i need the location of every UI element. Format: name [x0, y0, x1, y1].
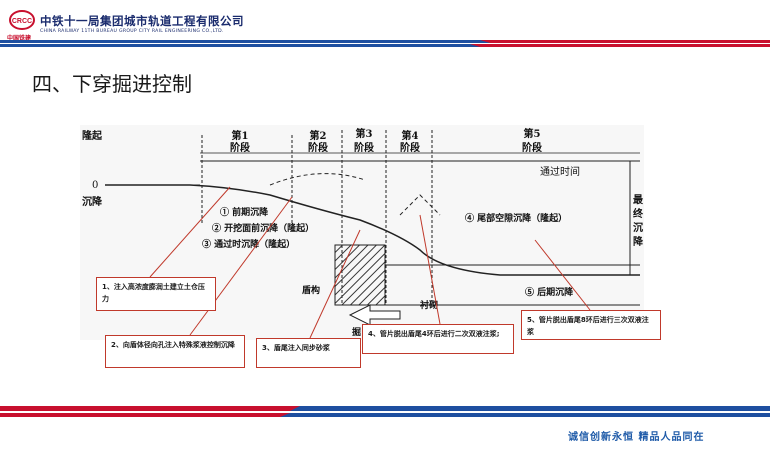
- stage-4-name: 阶段: [400, 141, 420, 154]
- pass-time-label: 通过时间: [540, 165, 580, 178]
- stage-2-no: 第2: [310, 129, 327, 142]
- company-name-en: CHINA RAILWAY 11TH BUREAU GROUP CITY RAI…: [40, 29, 224, 34]
- header: CRCC 中国铁建 中铁十一局集团城市轨道工程有限公司 CHINA RAILWA…: [0, 0, 770, 50]
- logo-text: 中国铁建: [7, 35, 32, 42]
- page-title: 四、下穿掘进控制: [32, 72, 192, 96]
- label-4: ④ 尾部空隙沉降（隆起）: [465, 212, 567, 224]
- label-1: ① 前期沉降: [220, 206, 269, 218]
- zero-label: 0: [92, 180, 98, 191]
- callout-3: 3、盾尾注入同步砂浆: [256, 338, 361, 368]
- label-2: ② 开挖面前沉降（隆起）: [212, 222, 314, 234]
- company-name-cn: 中铁十一局集团城市轨道工程有限公司: [40, 14, 244, 28]
- y-axis-top-label: 隆起: [82, 129, 103, 142]
- stage-1-name: 阶段: [230, 141, 250, 154]
- footer-slogan: 诚信创新永恒 精品人品同在: [568, 432, 705, 443]
- final-1: 最: [633, 194, 644, 206]
- callout-4: 4、管片脱出盾尾4环后进行二次双液注浆;: [362, 324, 514, 354]
- stage-2-name: 阶段: [308, 141, 328, 154]
- stage-3-no: 第3: [356, 127, 373, 140]
- callout-1: 1、注入高浓度膨润土建立土仓压力: [96, 277, 216, 311]
- footer-stripe: [0, 406, 770, 417]
- stage-1-no: 第1: [232, 129, 249, 142]
- callout-5: 5、管片脱出盾尾8环后进行三次双液注浆: [521, 310, 661, 340]
- stage-3-name: 阶段: [354, 141, 374, 154]
- final-3: 沉: [633, 221, 643, 234]
- stage-5-name: 阶段: [522, 141, 542, 154]
- label-5: ⑤ 后期沉降: [525, 286, 574, 298]
- label-dig: 掘: [352, 326, 361, 338]
- crcc-logo-icon: CRCC: [9, 10, 35, 30]
- final-4: 降: [633, 235, 644, 248]
- label-shield: 盾构: [302, 284, 320, 296]
- svg-text:CRCC: CRCC: [12, 18, 32, 25]
- final-2: 终: [633, 207, 644, 220]
- stage-4-no: 第4: [402, 129, 419, 142]
- header-stripe: [0, 40, 770, 47]
- stage-5-no: 第5: [524, 127, 541, 140]
- y-axis-bottom-label: 沉降: [82, 195, 103, 208]
- callout-2: 2、向盾体径向孔注入特殊浆液控制沉降: [105, 335, 245, 368]
- label-lining: 衬砌: [420, 299, 438, 311]
- label-3: ③ 通过时沉降（隆起）: [202, 238, 295, 250]
